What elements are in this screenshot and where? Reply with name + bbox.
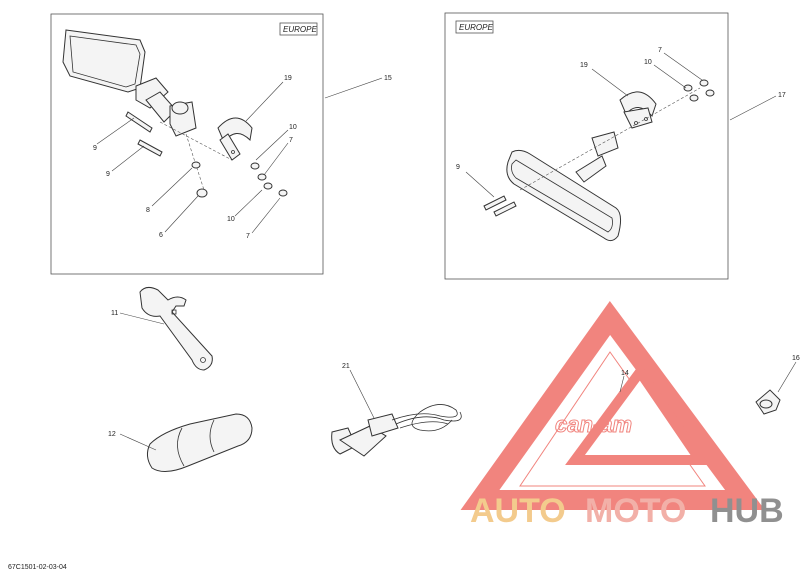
callout-19-right: 19 bbox=[580, 62, 588, 69]
callout-10-left-bottom: 10 bbox=[227, 216, 235, 223]
left-europe-tag: EUROPE bbox=[283, 25, 317, 34]
right-leader-lines bbox=[465, 52, 777, 198]
left-bolts-9 bbox=[125, 111, 163, 157]
left-washers-and-nuts bbox=[191, 161, 288, 198]
callout-21: 21 bbox=[342, 363, 350, 370]
right-assembly-axis bbox=[519, 87, 701, 191]
callout-19-left: 19 bbox=[284, 75, 292, 82]
callout-17: 17 bbox=[778, 92, 786, 99]
callout-6: 6 bbox=[159, 232, 163, 239]
callout-16: 16 bbox=[792, 355, 800, 362]
callout-11: 11 bbox=[111, 310, 118, 317]
right-europe-tag: EUROPE bbox=[459, 23, 493, 32]
grip-cover-12 bbox=[119, 413, 253, 472]
left-leader-lines bbox=[96, 77, 383, 234]
callout-10-right: 10 bbox=[644, 59, 652, 66]
callout-7-left-bottom: 7 bbox=[246, 233, 250, 240]
watermark-hub: HUB bbox=[710, 492, 784, 530]
automotohub-watermark: can-am AUTO MOTO HUB bbox=[460, 301, 784, 530]
left-europe-tag-box bbox=[279, 22, 318, 36]
right-washers-and-nuts bbox=[683, 79, 715, 102]
callout-9-left-top: 9 bbox=[93, 145, 97, 152]
leader-14 bbox=[619, 375, 625, 393]
right-europe-tag-box bbox=[455, 20, 494, 34]
callout-8: 8 bbox=[146, 207, 150, 214]
callout-7-right: 7 bbox=[658, 47, 662, 54]
watermark-auto: AUTO bbox=[470, 492, 566, 530]
right-bolts-9 bbox=[483, 195, 517, 217]
left-panel-frame bbox=[50, 13, 324, 275]
watermark-moto: MOTO bbox=[585, 492, 686, 530]
right-clamp-19 bbox=[619, 91, 657, 129]
socket-16 bbox=[755, 361, 797, 415]
diagram-code: 67C1501-02-03-04 bbox=[8, 564, 67, 571]
wrench-11 bbox=[119, 286, 213, 371]
callout-9-left-bottom: 9 bbox=[106, 171, 110, 178]
callout-14: 14 bbox=[621, 370, 629, 377]
callout-15: 15 bbox=[384, 75, 392, 82]
callout-10-left-top: 10 bbox=[289, 124, 297, 131]
rearview-mirror bbox=[506, 131, 622, 242]
left-clamp-19 bbox=[217, 117, 253, 161]
callout-7-left-top: 7 bbox=[289, 137, 293, 144]
side-mirror bbox=[62, 29, 233, 191]
callout-9-right: 9 bbox=[456, 164, 460, 171]
can-am-logo: can-am bbox=[555, 412, 632, 437]
power-cable-21 bbox=[331, 369, 462, 457]
right-panel-frame bbox=[444, 12, 729, 280]
callout-12: 12 bbox=[108, 431, 116, 438]
